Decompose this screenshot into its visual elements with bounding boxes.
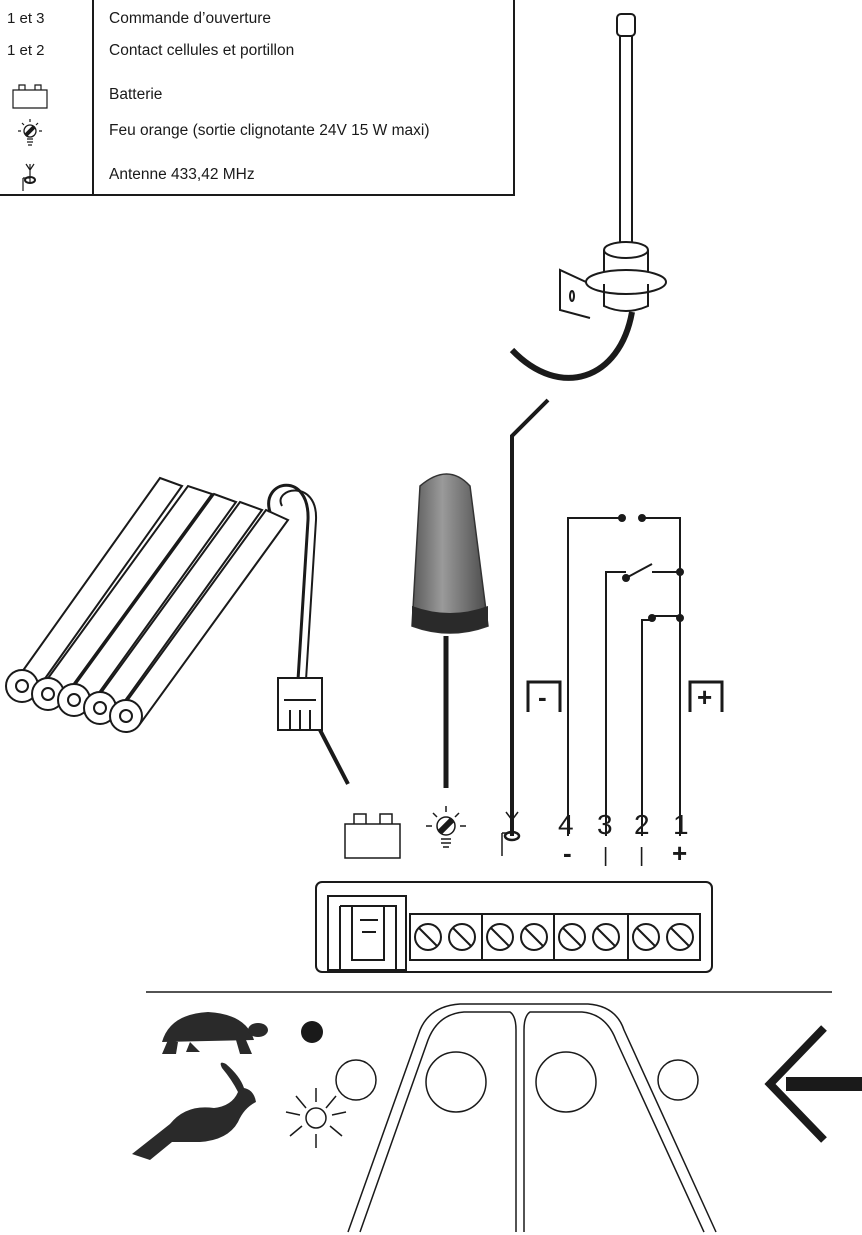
orange-light-icon xyxy=(18,119,42,146)
indicator-led-left xyxy=(335,1059,377,1101)
terminal-number: 1 xyxy=(673,809,689,840)
antenna-illustration xyxy=(509,13,667,381)
legend-row-cells-contact: 1 et 2 Contact cellules et portillon xyxy=(0,36,515,66)
contact-wiring xyxy=(567,514,684,836)
screw-terminals xyxy=(414,923,694,951)
remote-housing-illustration xyxy=(347,1003,717,1233)
legend-text: Antenne 433,42 MHz xyxy=(109,166,255,183)
legend-table: 1 et 3 Commande d’ouverture 1 et 2 Conta… xyxy=(0,0,515,196)
antenna-icon xyxy=(22,163,36,191)
polarity-minus-marker: - xyxy=(526,680,562,712)
legend-text: Feu orange (sortie clignotante 24V 15 W … xyxy=(109,122,430,139)
light-indicator-icon xyxy=(285,1088,347,1148)
terminal-block xyxy=(315,881,713,973)
cell-lens-left xyxy=(425,1051,487,1113)
legend-row-opening-command: 1 et 3 Commande d’ouverture xyxy=(0,4,515,34)
polarity-minus-label: - xyxy=(538,682,547,712)
legend-key: 1 et 2 xyxy=(7,42,45,59)
terminal-sign: - xyxy=(563,838,572,868)
terminal-lamp-symbol xyxy=(426,806,466,848)
legend-row-orange-light: Feu orange (sortie clignotante 24V 15 W … xyxy=(0,116,515,146)
legend-text: Contact cellules et portillon xyxy=(109,42,295,59)
polarity-plus-marker: + xyxy=(688,680,724,712)
legend-row-battery: Batterie xyxy=(0,80,515,110)
legend-row-antenna: Antenne 433,42 MHz xyxy=(0,160,515,191)
battery-wire xyxy=(318,729,350,785)
speed-indicator-led-on xyxy=(301,1021,323,1043)
legend-divider xyxy=(92,0,94,196)
orange-lamp-illustration xyxy=(411,473,489,788)
terminal-number: 3 xyxy=(597,809,613,840)
turtle-icon xyxy=(162,1012,268,1054)
battery-icon xyxy=(12,84,48,109)
terminal-number: 4 xyxy=(558,809,574,840)
indicator-led-right xyxy=(657,1059,699,1101)
antenna-wire xyxy=(510,398,550,836)
battery-pack-illustration xyxy=(5,476,323,733)
legend-key: 1 et 3 xyxy=(7,10,45,27)
terminal-battery-symbol xyxy=(344,813,401,859)
legend-text: Commande d’ouverture xyxy=(109,10,271,27)
cell-lens-right xyxy=(535,1051,597,1113)
terminal-number: 2 xyxy=(634,809,650,840)
polarity-plus-label: + xyxy=(697,682,712,712)
rabbit-icon xyxy=(132,1062,256,1160)
terminal-sign: | xyxy=(639,845,644,867)
legend-text: Batterie xyxy=(109,86,163,103)
terminal-sign: | xyxy=(603,845,608,867)
arrow-left-icon xyxy=(764,1025,862,1143)
terminal-antenna-symbol xyxy=(501,811,521,856)
terminal-sign: + xyxy=(672,838,687,868)
